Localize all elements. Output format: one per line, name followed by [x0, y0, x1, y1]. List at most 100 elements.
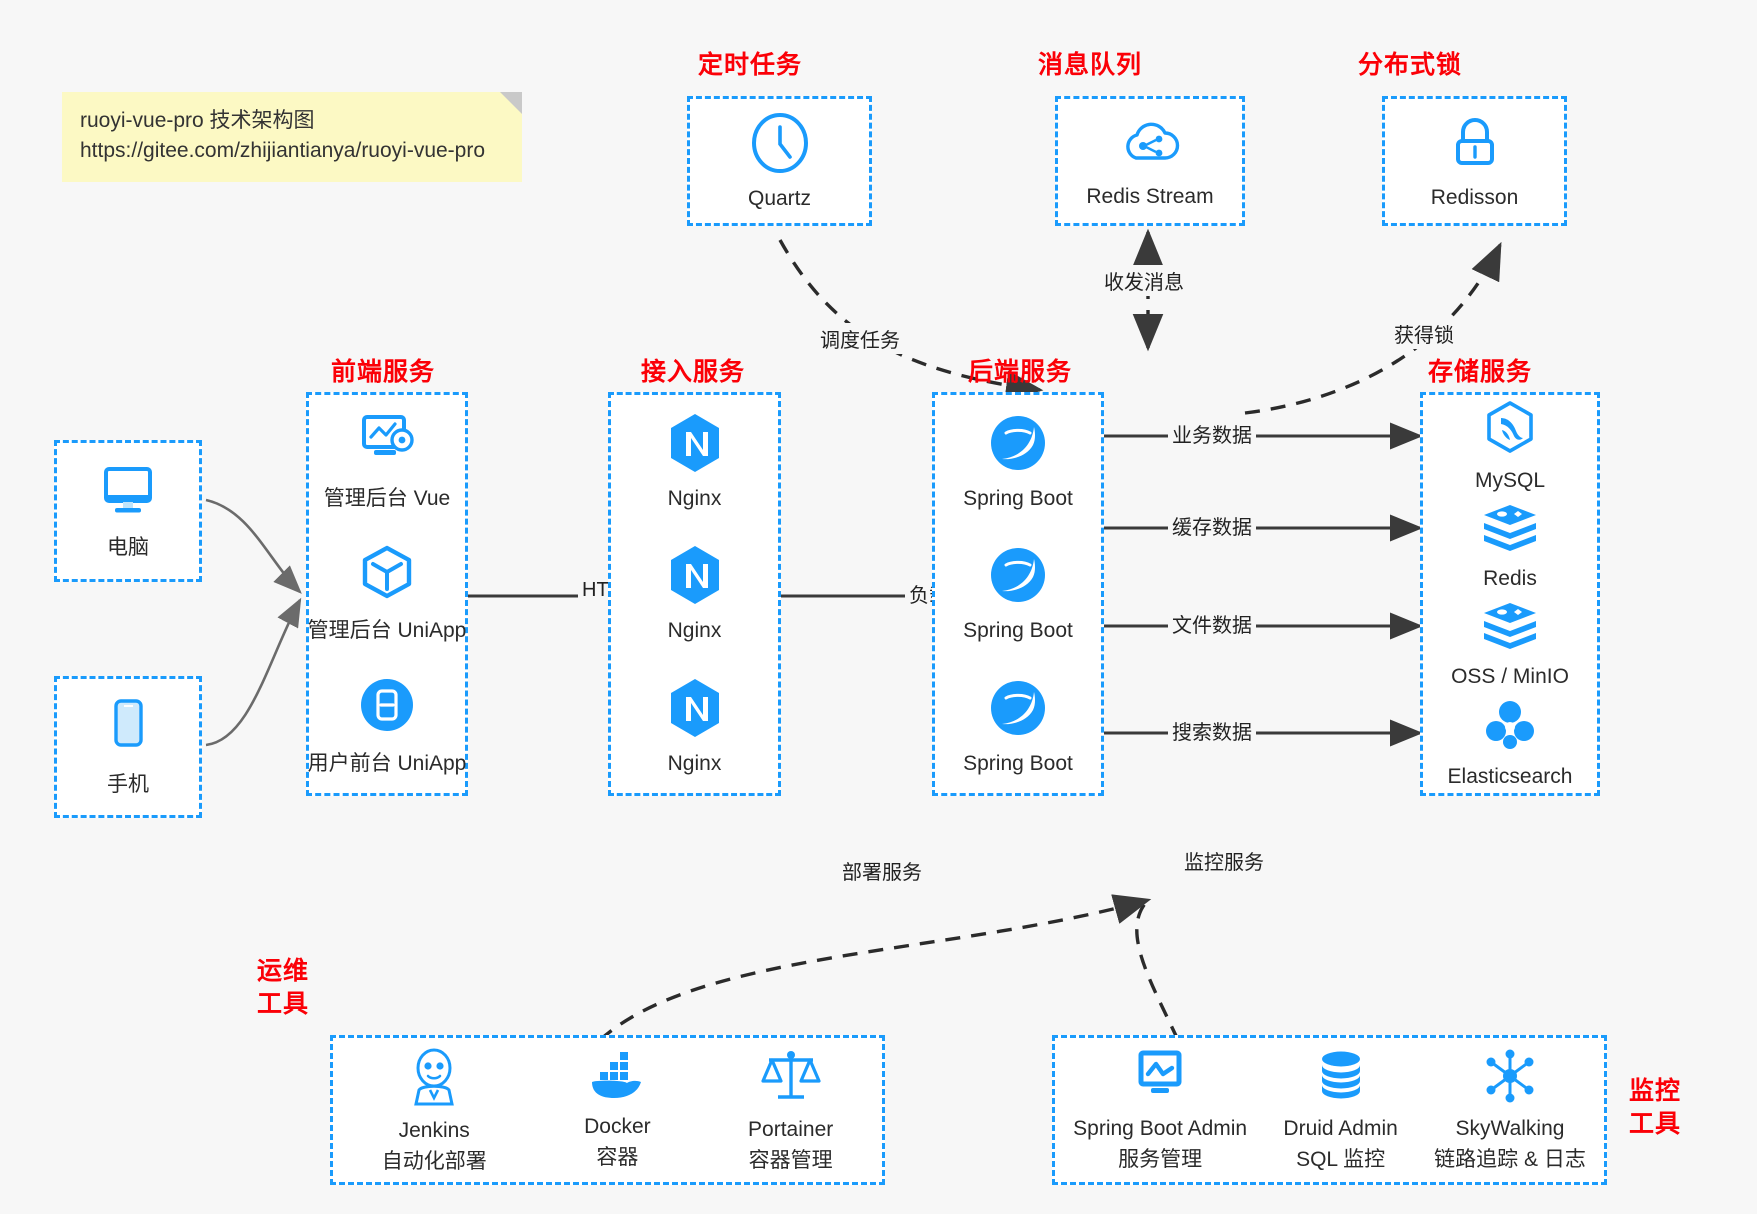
spring-leaf-icon — [987, 412, 1049, 479]
group-title-distributed-lock: 分布式锁 — [1357, 51, 1462, 79]
group-monitor-tools: Spring Boot Admin 服务管理 Druid Admin SQL 监… — [1052, 1035, 1607, 1185]
node-label: Nginx — [667, 619, 722, 643]
group-title-monitor-line1: 监控 — [1628, 1077, 1681, 1105]
node-user-uniapp[interactable]: 用户前台 UniApp — [307, 676, 467, 777]
node-label: MySQL — [1474, 468, 1545, 492]
node-sublabel: 链路追踪 & 日志 — [1434, 1147, 1586, 1171]
group-scheduled-task: Quartz — [687, 96, 872, 226]
group-message-queue: Redis Stream — [1055, 96, 1245, 226]
group-frontend: 管理后台 Vue 管理后台 UniApp 用户前台 UniApp — [306, 392, 468, 796]
node-mysql[interactable]: MySQL — [1475, 400, 1545, 493]
docker-whale-icon — [586, 1050, 648, 1107]
database-icon — [1313, 1048, 1369, 1109]
app-circle-icon — [358, 676, 416, 739]
group-title-gateway: 接入服务 — [640, 358, 745, 386]
node-label: Druid Admin — [1283, 1116, 1398, 1140]
node-nginx-3[interactable]: Nginx — [667, 677, 723, 776]
node-spring-boot-2[interactable]: Spring Boot — [963, 544, 1073, 643]
group-distributed-lock: Redisson — [1382, 96, 1567, 226]
node-label: Quartz — [747, 186, 812, 210]
diagram-note: ruoyi-vue-pro 技术架构图 https://gitee.com/zh… — [62, 92, 522, 182]
node-spring-boot-1[interactable]: Spring Boot — [963, 412, 1073, 511]
node-label: Elasticsearch — [1447, 764, 1573, 788]
group-title-frontend: 前端服务 — [330, 358, 435, 386]
group-client-desktop: 电脑 — [54, 440, 202, 582]
nginx-icon — [667, 412, 723, 479]
node-quartz[interactable]: Quartz — [748, 112, 811, 211]
mobile-icon — [103, 697, 153, 760]
group-title-scheduled-task: 定时任务 — [697, 51, 802, 79]
jenkins-butler-icon — [406, 1046, 462, 1111]
note-fold-corner — [500, 92, 522, 114]
node-portainer[interactable]: Portainer 容器管理 — [748, 1047, 833, 1174]
wire-label-monitor-service: 监控服务 — [1180, 845, 1268, 876]
group-devops-tools: Jenkins 自动化部署 Docker 容器 — [330, 1035, 885, 1185]
group-client-mobile: 手机 — [54, 676, 202, 818]
node-label: Jenkins — [398, 1118, 470, 1142]
node-label: 管理后台 Vue — [323, 486, 451, 510]
node-label: 手机 — [107, 772, 149, 796]
group-storage: MySQL Redis — [1420, 392, 1600, 796]
node-oss-minio[interactable]: OSS / MinIO — [1451, 600, 1569, 689]
wire-label-acquire-lock: 获得锁 — [1390, 318, 1458, 349]
node-spring-boot-3[interactable]: Spring Boot — [963, 677, 1073, 776]
node-sublabel: 容器 — [596, 1145, 639, 1169]
node-sublabel: 自动化部署 — [381, 1149, 487, 1173]
mysql-dolphin-icon — [1481, 400, 1539, 461]
wire-label-deploy-service: 部署服务 — [838, 855, 926, 886]
node-admin-vue[interactable]: 管理后台 Vue — [324, 411, 450, 512]
node-label: Redis Stream — [1086, 184, 1214, 208]
redis-stack-icon — [1480, 600, 1540, 657]
node-label: Nginx — [667, 486, 722, 510]
node-label: Portainer — [748, 1117, 834, 1141]
node-label: 管理后台 UniApp — [307, 619, 467, 643]
wire-label-search-data: 搜索数据 — [1168, 715, 1256, 746]
node-label: Spring Boot — [963, 619, 1073, 643]
redis-stack-icon — [1480, 502, 1540, 559]
node-elasticsearch[interactable]: Elasticsearch — [1447, 698, 1573, 789]
group-title-devops-line2: 工具 — [256, 989, 309, 1018]
wire-label-cache-data: 缓存数据 — [1168, 510, 1256, 541]
wire-label-business-data: 业务数据 — [1168, 418, 1256, 449]
node-label: Nginx — [667, 752, 722, 776]
scales-icon — [760, 1047, 822, 1110]
node-desktop[interactable]: 电脑 — [98, 462, 158, 561]
note-line-1: ruoyi-vue-pro 技术架构图 — [80, 109, 315, 132]
node-jenkins[interactable]: Jenkins 自动化部署 — [382, 1046, 487, 1175]
spring-leaf-icon — [987, 544, 1049, 611]
node-docker[interactable]: Docker 容器 — [584, 1050, 651, 1171]
dashboard-gear-icon — [356, 411, 418, 474]
nginx-icon — [667, 677, 723, 744]
group-title-devops-line1: 运维 — [256, 957, 309, 985]
node-spring-boot-admin[interactable]: Spring Boot Admin 服务管理 — [1073, 1048, 1247, 1173]
node-redis[interactable]: Redis — [1480, 502, 1540, 591]
monitor-chart-icon — [1130, 1048, 1190, 1109]
node-redisson[interactable]: Redisson — [1430, 113, 1519, 210]
group-gateway: Nginx Nginx Nginx — [608, 392, 781, 796]
group-title-monitor: 监控 工具 — [1620, 1075, 1690, 1140]
nginx-icon — [667, 544, 723, 611]
cloud-queue-icon — [1119, 114, 1181, 177]
node-nginx-2[interactable]: Nginx — [667, 544, 723, 643]
node-nginx-1[interactable]: Nginx — [667, 412, 723, 511]
group-title-monitor-line2: 工具 — [1628, 1109, 1681, 1138]
node-label: SkyWalking — [1455, 1116, 1565, 1140]
desktop-icon — [98, 462, 158, 523]
elasticsearch-icon — [1481, 698, 1539, 757]
note-line-2: https://gitee.com/zhijiantianya/ruoyi-vu… — [80, 138, 486, 162]
wire-label-file-data: 文件数据 — [1168, 608, 1256, 639]
node-skywalking[interactable]: SkyWalking 链路追踪 & 日志 — [1434, 1048, 1586, 1173]
node-admin-uniapp[interactable]: 管理后台 UniApp — [307, 543, 467, 644]
node-label: Spring Boot Admin — [1073, 1116, 1248, 1140]
node-druid-admin[interactable]: Druid Admin SQL 监控 — [1283, 1048, 1398, 1173]
skywalking-icon — [1481, 1048, 1539, 1109]
node-redis-stream[interactable]: Redis Stream — [1086, 114, 1214, 209]
group-backend: Spring Boot Spring Boot Spring Boot — [932, 392, 1104, 796]
node-sublabel: SQL 监控 — [1296, 1147, 1386, 1171]
node-label: Redisson — [1430, 185, 1519, 209]
group-title-devops: 运维 工具 — [248, 955, 318, 1020]
group-title-backend: 后端服务 — [967, 358, 1072, 386]
node-mobile[interactable]: 手机 — [103, 697, 153, 798]
spring-leaf-icon — [987, 677, 1049, 744]
node-label: 用户前台 UniApp — [307, 752, 467, 776]
